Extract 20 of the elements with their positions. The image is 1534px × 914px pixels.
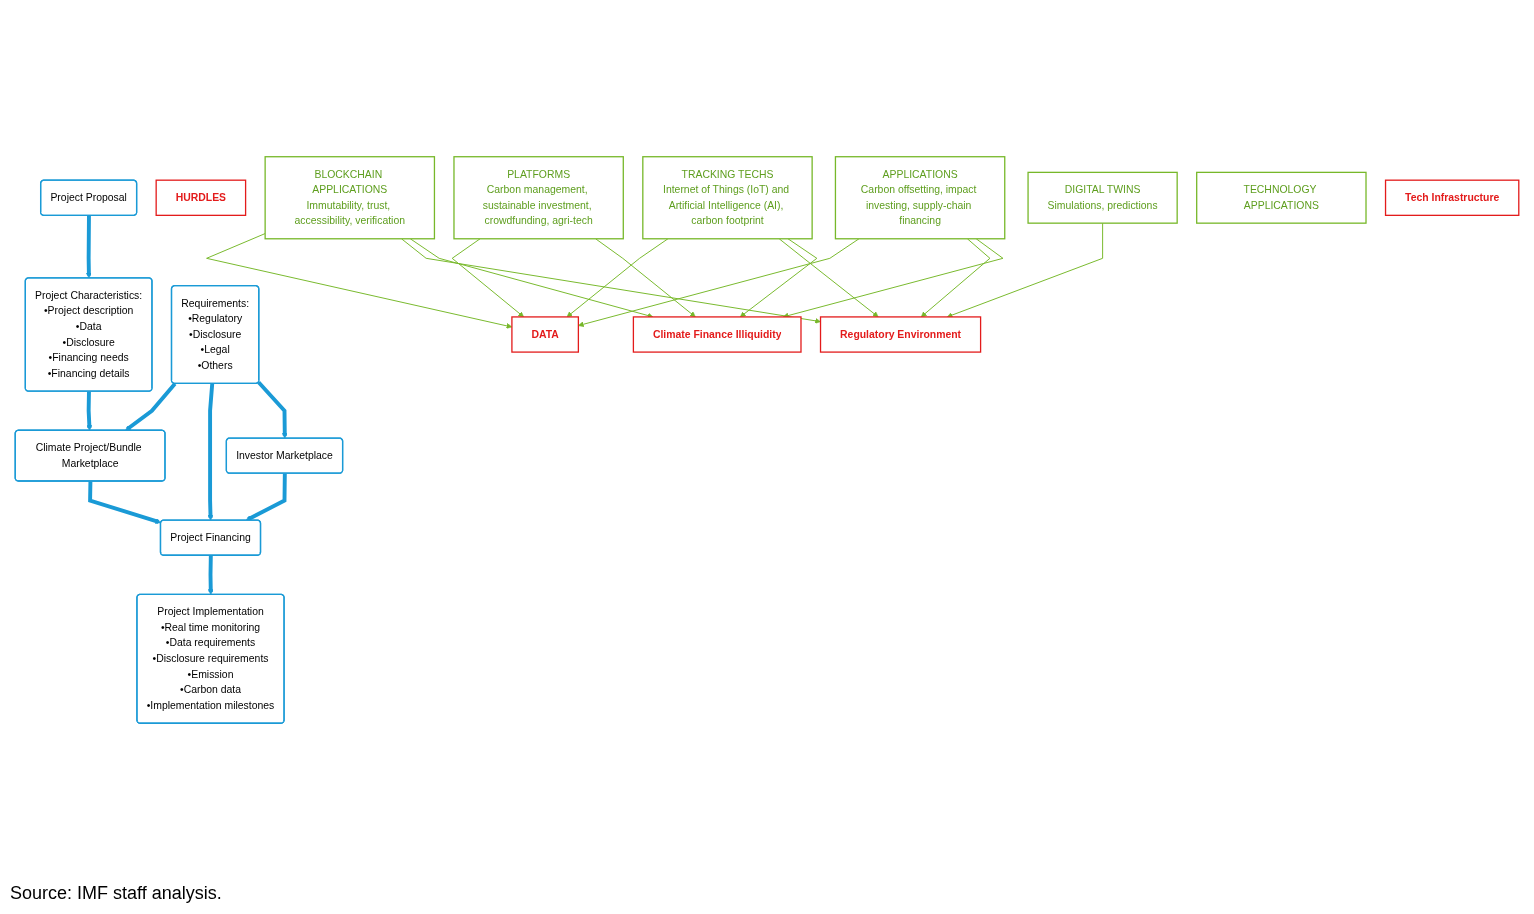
arrow: [88, 481, 162, 524]
node-box: Tech Infrastructure: [1384, 179, 1520, 216]
node-box: DIGITAL TWINS Simulations, predictions: [1027, 171, 1178, 224]
node-box: TECHNOLOGY APPLICATIONS: [1196, 171, 1367, 224]
arrow: [207, 555, 214, 595]
node-box: HURDLES: [155, 179, 247, 216]
arrow: [86, 391, 93, 431]
node-box: TRACKING TECHS Internet of Things (IoT) and Artificial Intelligence (AI), carbon footprint: [642, 156, 813, 240]
node-box: APPLICATIONS Carbon offsetting, impact investing, supply-chain financing: [834, 156, 1006, 240]
source-caption: Source: IMF staff analysis.: [10, 883, 222, 904]
node-box: Climate Finance Illiquidity: [632, 316, 802, 353]
arrow: [207, 383, 215, 521]
node-box: BLOCKCHAIN APPLICATIONS Immutability, trust, accessibility, verification: [264, 156, 436, 240]
arrow: [86, 215, 92, 279]
arrow: [125, 382, 177, 431]
node-box: DATA: [511, 316, 579, 353]
node-box: Regulatory Environment: [819, 316, 982, 353]
node-box: PLATFORMS Carbon management, sustainable investment, crowdfunding, agri-tech: [453, 156, 624, 240]
arrow: [245, 473, 287, 521]
arrow: [257, 380, 288, 439]
